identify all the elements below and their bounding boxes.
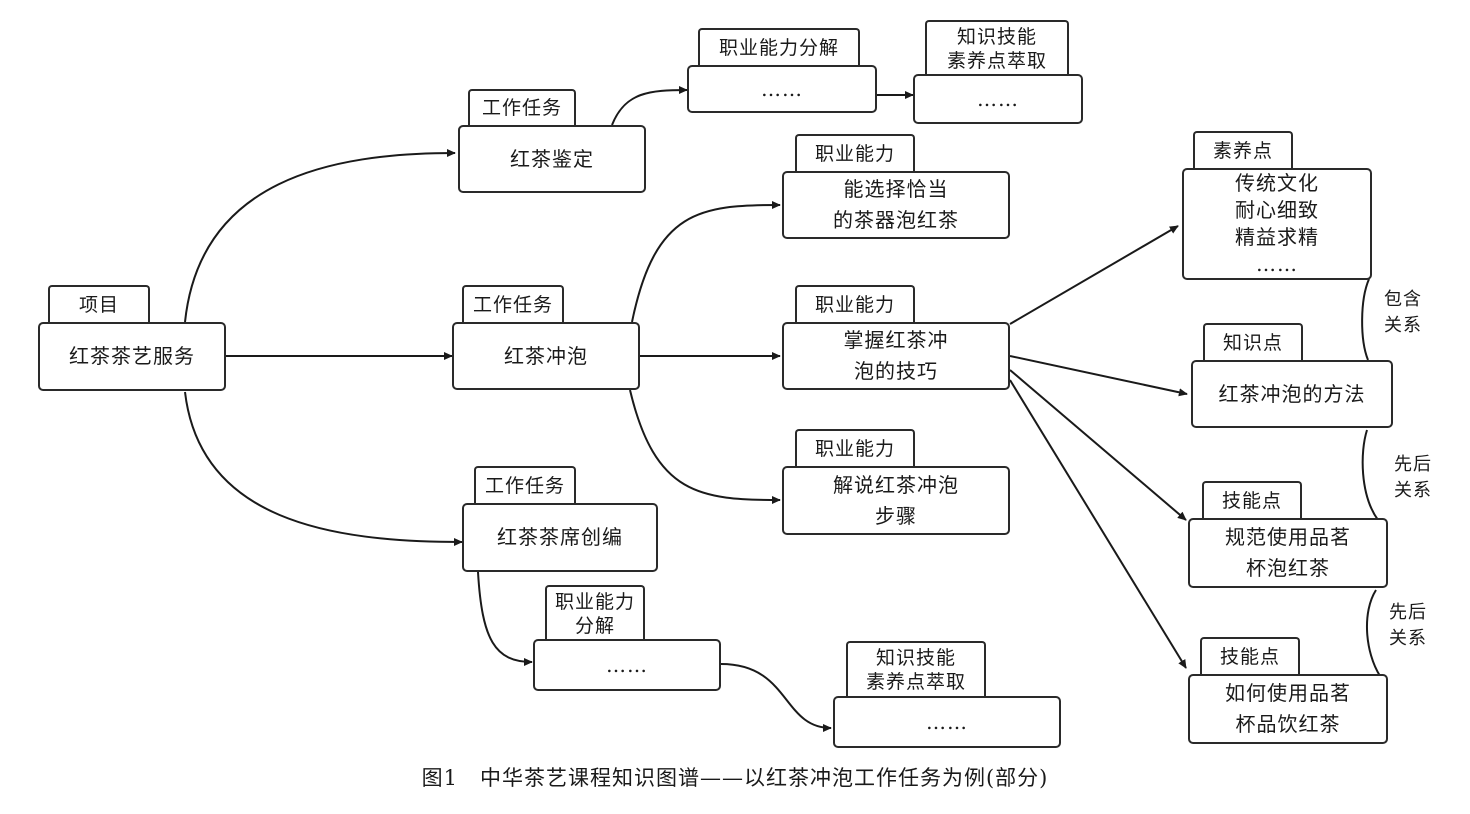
- relation-line-sequence-1: [1361, 429, 1379, 521]
- edge-brewing-to-ability-explain: [629, 389, 781, 505]
- skill-point-node: 规范使用品茗 杯泡红茶: [1188, 518, 1388, 588]
- edge-technique-to-skill-point-1: [1009, 369, 1187, 521]
- ability-breakdown-node: ……: [533, 639, 721, 691]
- knowledge-point-node: 红茶冲泡的方法: [1191, 360, 1393, 428]
- edge-project-to-task-appraisal: [184, 148, 456, 323]
- ability-tag: 职业能力: [795, 285, 915, 323]
- literacy-point-tag: 素养点: [1193, 131, 1293, 169]
- knowledge-extraction-node: ……: [833, 696, 1061, 748]
- skill-point-node: 如何使用品茗 杯品饮红茶: [1188, 674, 1388, 744]
- relation-label-contain: 包含 关系: [1378, 287, 1428, 339]
- task-node-appraisal: 红茶鉴定: [458, 125, 646, 193]
- relation-line-sequence-2: [1366, 589, 1381, 677]
- figure-caption: 图1 中华茶艺课程知识图谱——以红茶冲泡工作任务为例(部分): [0, 762, 1470, 792]
- task-tag: 工作任务: [468, 89, 576, 126]
- edge-project-to-task-tea-setting: [184, 391, 463, 547]
- figure-number: 图1: [421, 766, 458, 790]
- task-node-tea-setting: 红茶茶席创编: [462, 503, 658, 572]
- project-tag: 项目: [48, 285, 150, 323]
- relation-label-sequence: 先后 关系: [1383, 600, 1433, 652]
- task-node-brewing: 红茶冲泡: [452, 322, 640, 390]
- task-tag: 工作任务: [462, 285, 564, 323]
- ability-breakdown-tag: 职业能力分解: [698, 28, 860, 66]
- knowledge-point-tag: 知识点: [1203, 323, 1303, 361]
- ability-node-technique: 掌握红茶冲 泡的技巧: [782, 322, 1010, 390]
- literacy-point-node: 传统文化 耐心细致 精益求精 ……: [1182, 168, 1372, 280]
- knowledge-extraction-node: ……: [913, 74, 1083, 124]
- ability-breakdown-node: ……: [687, 65, 877, 113]
- relation-label-sequence: 先后 关系: [1388, 452, 1438, 504]
- ability-node-explain: 解说红茶冲泡 步骤: [782, 466, 1010, 535]
- knowledge-extraction-tag: 知识技能 素养点萃取: [846, 641, 986, 697]
- ability-breakdown-tag: 职业能力 分解: [545, 585, 645, 640]
- skill-point-tag: 技能点: [1200, 637, 1300, 675]
- edge-technique-to-skill-point-2: [1009, 379, 1187, 669]
- ability-node-teaware: 能选择恰当 的茶器泡红茶: [782, 171, 1010, 239]
- ability-tag: 职业能力: [795, 429, 915, 467]
- edge-technique-to-literacy-point: [1009, 225, 1179, 325]
- edge-tea-setting-to-ability-breakdown: [477, 571, 533, 667]
- knowledge-extraction-tag: 知识技能 素养点萃取: [925, 20, 1069, 75]
- task-tag: 工作任务: [474, 466, 576, 504]
- edge-appraisal-to-ability-breakdown: [611, 85, 688, 126]
- edge-brewing-to-ability-teaware: [631, 200, 781, 323]
- skill-point-tag: 技能点: [1202, 481, 1302, 519]
- figure-title: 中华茶艺课程知识图谱——以红茶冲泡工作任务为例(部分): [479, 766, 1049, 790]
- project-node: 红茶茶艺服务: [38, 322, 226, 391]
- ability-tag: 职业能力: [795, 134, 915, 172]
- relation-line-contain: [1361, 278, 1370, 361]
- edge-technique-to-knowledge-point: [1009, 355, 1188, 397]
- edge-ability-breakdown-to-knowledge-bottom: [720, 663, 832, 733]
